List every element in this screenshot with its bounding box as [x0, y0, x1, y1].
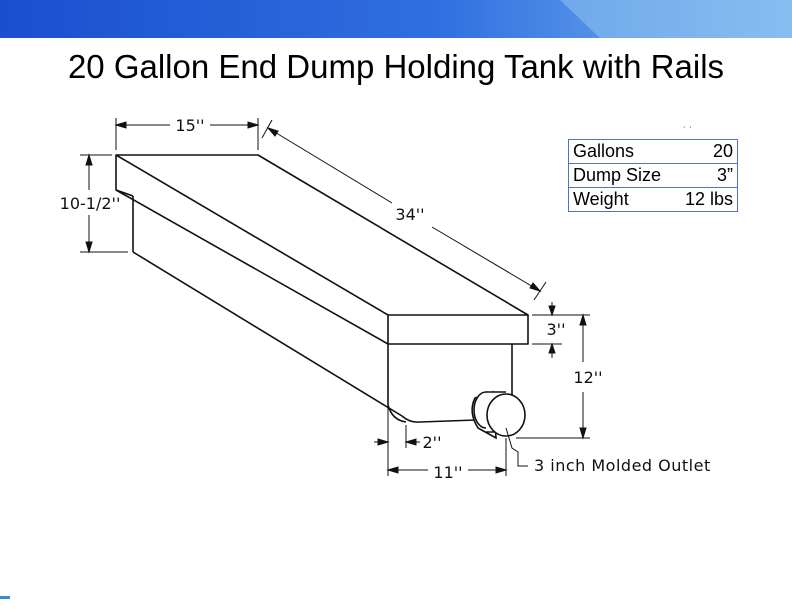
spec-value: 3”	[675, 163, 738, 188]
tank-body-bottom	[132, 251, 477, 423]
header-band	[0, 0, 792, 38]
spec-table: Gallons 20 Dump Size 3” Weight 12 lbs	[568, 139, 738, 212]
dim-length: 34''	[395, 205, 424, 224]
outlet-cylinder	[471, 390, 526, 440]
dim-top-width: 15''	[175, 116, 204, 135]
dim-body-height: 12''	[573, 368, 602, 387]
dim-rail-height: 10-1/2''	[60, 194, 121, 213]
table-top-fragment: ˙ ˙	[683, 126, 693, 137]
dim-rail-drop: 3''	[547, 320, 566, 339]
spec-label: Weight	[568, 187, 676, 212]
spec-label: Dump Size	[568, 163, 676, 188]
dim-bottom-width: 11''	[433, 463, 462, 482]
spec-value: 12 lbs	[675, 187, 738, 212]
spec-label: Gallons	[568, 139, 676, 164]
spec-row: Weight 12 lbs	[568, 187, 738, 212]
spec-value: 20	[675, 139, 738, 164]
tank-top-face	[115, 154, 529, 316]
spec-row: Dump Size 3”	[568, 163, 738, 188]
corner-mark	[0, 596, 10, 599]
outlet-callout: 3 inch Molded Outlet	[534, 456, 711, 475]
slide-title: 20 Gallon End Dump Holding Tank with Rai…	[67, 48, 725, 85]
spec-row: Gallons 20	[568, 139, 738, 164]
dim-bottom-offset: 2''	[423, 433, 442, 452]
